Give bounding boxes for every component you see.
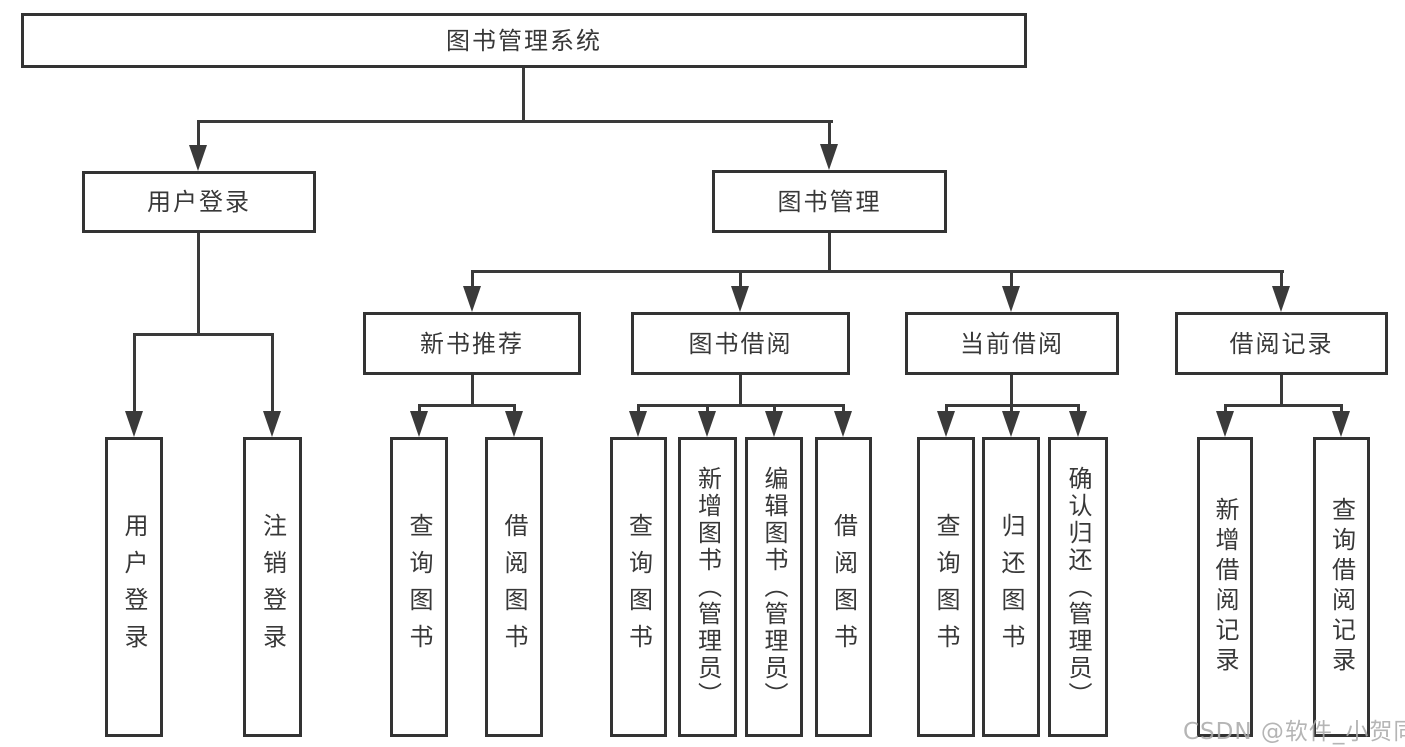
connector-line [1010,375,1013,406]
arrow-down-icon [505,411,523,437]
connector-line [773,406,776,415]
leaf-edit-books-admin: 编辑图书（管理员） [745,437,803,737]
connector-line [471,270,1284,273]
connector-line [1077,406,1080,415]
connector-line [637,404,845,407]
connector-line [471,272,474,288]
arrow-down-icon [1332,411,1350,437]
connector-line [739,272,742,288]
node-user-login: 用户登录 [82,171,316,233]
connector-line [197,233,200,334]
connector-line [739,375,742,406]
arrow-down-icon [463,286,481,312]
connector-line [133,334,136,412]
arrow-down-icon [263,411,281,437]
connector-line [945,404,1080,407]
connector-line [418,404,516,407]
node-current-borrow: 当前借阅 [905,312,1119,375]
arrow-down-icon [189,145,207,171]
arrow-down-icon [820,144,838,170]
connector-line [133,333,274,336]
connector-line [197,121,200,149]
connector-line [418,406,421,415]
connector-line [706,406,709,415]
arrow-down-icon [1216,411,1234,437]
connector-line [1224,404,1343,407]
arrow-down-icon [1069,411,1087,437]
leaf-borrow-books-recommend: 借阅图书 [485,437,543,737]
node-root: 图书管理系统 [21,13,1027,68]
connector-line [1010,272,1013,288]
connector-line [1280,375,1283,406]
watermark-text: CSDN @软件_小贺同学 [1183,719,1405,745]
leaf-add-borrow-record: 新增借阅记录 [1197,437,1253,737]
arrow-down-icon [698,411,716,437]
arrow-down-icon [834,411,852,437]
arrow-down-icon [125,411,143,437]
leaf-confirm-return-admin: 确认归还（管理员） [1048,437,1108,737]
connector-line [471,375,474,406]
leaf-query-books-current: 查询图书 [917,437,975,737]
node-book-management: 图书管理 [712,170,947,233]
node-borrow-records: 借阅记录 [1175,312,1388,375]
leaf-query-books-borrow: 查询图书 [610,437,667,737]
leaf-add-books-admin: 新增图书（管理员） [678,437,737,737]
leaf-logout: 注销登录 [243,437,302,737]
arrow-down-icon [731,286,749,312]
arrow-down-icon [1002,411,1020,437]
leaf-return-books: 归还图书 [982,437,1040,737]
connector-line [1224,406,1227,415]
connector-line [271,334,274,412]
connector-line [1280,272,1283,288]
arrow-down-icon [937,411,955,437]
arrow-down-icon [410,411,428,437]
arrow-down-icon [1002,286,1020,312]
connector-line [828,233,831,272]
connector-line [842,406,845,415]
connector-line [637,406,640,415]
arrow-down-icon [765,411,783,437]
connector-line [828,121,831,149]
connector-line [197,120,833,123]
leaf-user-login: 用户登录 [105,437,163,737]
node-book-borrow: 图书借阅 [631,312,850,375]
arrow-down-icon [629,411,647,437]
leaf-query-books-recommend: 查询图书 [390,437,448,737]
node-new-book-recommend: 新书推荐 [363,312,581,375]
connector-line [513,406,516,415]
connector-line [522,68,525,121]
connector-line [945,406,948,415]
connector-line [1010,406,1013,415]
connector-line [1340,406,1343,415]
leaf-borrow-books: 借阅图书 [815,437,872,737]
leaf-query-borrow-record: 查询借阅记录 [1313,437,1370,737]
arrow-down-icon [1272,286,1290,312]
